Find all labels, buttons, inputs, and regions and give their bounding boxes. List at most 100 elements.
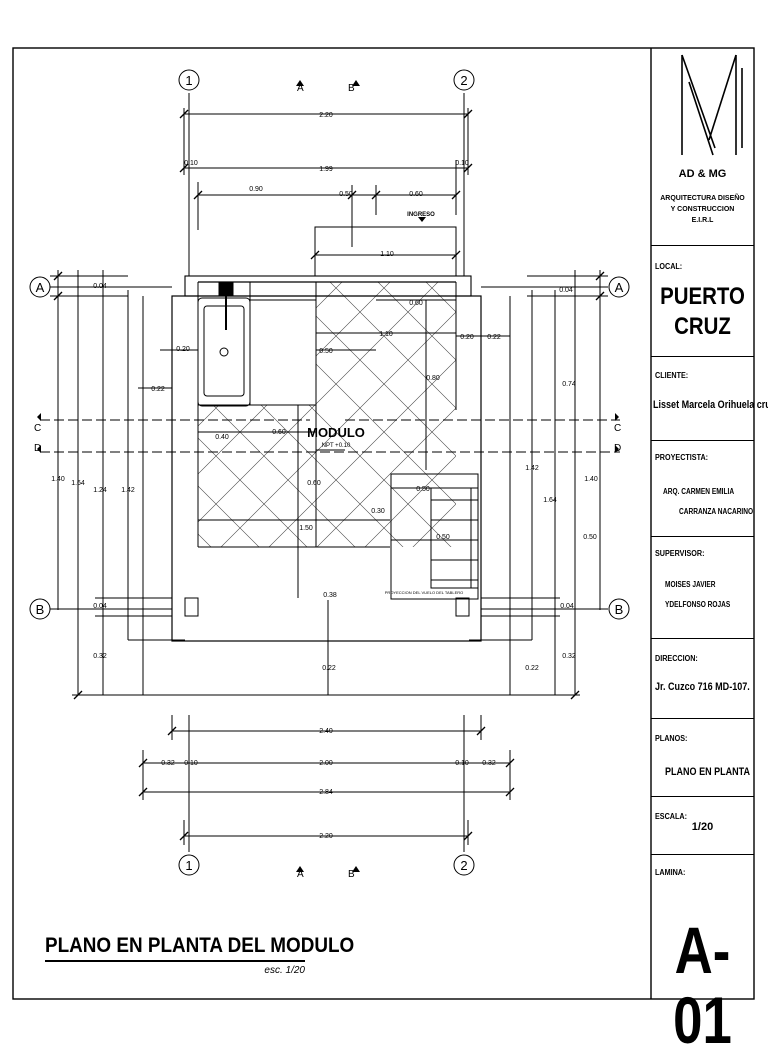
- dim-label: 0.50: [319, 348, 333, 355]
- axis-1-top: [178, 69, 200, 91]
- axis-a-right: [608, 276, 630, 298]
- company-line1: ARQUITECTURA DISEÑO: [660, 195, 745, 202]
- proyectista-cell: PROYECTISTA: ARQ. CARMEN EMILIA CARRANZA…: [651, 440, 754, 536]
- dim-label: 0.60: [409, 191, 423, 198]
- dim-label: 0.32: [161, 760, 175, 767]
- dim-label: 0.32: [482, 760, 496, 767]
- local-line2: CRUZ: [674, 313, 731, 340]
- npt-label: NPT +0.10: [322, 443, 351, 449]
- dim-label: 2.40: [319, 728, 333, 735]
- dim-label: 0.60: [409, 300, 423, 307]
- lamina-cell: LAMINA: A-01: [651, 854, 754, 1055]
- dim-label: 2.00: [319, 760, 333, 767]
- sink-outer: [197, 297, 251, 407]
- plan-drawing: [40, 93, 620, 852]
- dim-label: 0.50: [583, 534, 597, 541]
- dim-label: 0.90: [249, 186, 263, 193]
- cut-a-bottom: A: [297, 869, 304, 880]
- direccion-label: DIRECCION:: [655, 654, 698, 663]
- axis-a-right-label: A: [615, 280, 624, 295]
- axis-b-left: [29, 598, 51, 620]
- dim-label: 1.10: [379, 331, 393, 338]
- axis-2-top: [453, 69, 475, 91]
- escala-value: 1/20: [691, 821, 714, 833]
- axis-2-bottom-label: 2: [460, 858, 467, 873]
- lamina-value: A-01: [673, 913, 732, 1057]
- company-info: ARQUITECTURA DISEÑO Y CONSTRUCCION E.I.R…: [651, 193, 754, 226]
- company-line2: Y CONSTRUCCION: [670, 206, 735, 213]
- cut-markers: [37, 80, 619, 872]
- dim-label: 0.20: [460, 334, 474, 341]
- entrance-label: INGRESO: [407, 212, 435, 218]
- dim-label: 0.50: [436, 534, 450, 541]
- dim-label: 0.04: [560, 603, 574, 610]
- local-line1: PUERTO: [660, 283, 745, 310]
- dim-label: 0.80: [426, 375, 440, 382]
- dim-label: 0.60: [307, 480, 321, 487]
- axis-1-bottom-label: 1: [185, 858, 192, 873]
- axis-bubbles: [29, 69, 630, 876]
- module-label: MODULO: [307, 425, 365, 440]
- dim-label: 1.50: [299, 525, 313, 532]
- axis-b-right: [608, 598, 630, 620]
- floor-hatch-left: [198, 405, 316, 547]
- dim-label: 1.42: [525, 465, 539, 472]
- dim-label: 0.22: [487, 334, 501, 341]
- title-block: AD & MG ARQUITECTURA DISEÑO Y CONSTRUCCI…: [651, 168, 768, 1055]
- axis-1-bottom: [178, 854, 200, 876]
- dim-label: 0.22: [525, 665, 539, 672]
- floor-plan-sheet: 1 2 1 2 A A B B A B A B C D C D 2.20 1.9…: [12, 47, 755, 1000]
- lamina-label: LAMINA:: [655, 868, 686, 877]
- sink-drain: [219, 347, 229, 357]
- dim-label: 0.74: [562, 381, 576, 388]
- dim-label: 1.99: [319, 166, 333, 173]
- local-cell: LOCAL: PUERTO CRUZ: [651, 245, 754, 356]
- dim-label: 0.32: [562, 653, 576, 660]
- planos-cell: PLANOS: PLANO EN PLANTA: [651, 718, 754, 796]
- supervisor-line1: MOISES JAVIER: [665, 580, 716, 589]
- escala-label: ESCALA:: [655, 812, 688, 821]
- dim-label: 1.40: [584, 476, 598, 483]
- dim-label: 0.40: [215, 434, 229, 441]
- sheet-border: [12, 47, 755, 1000]
- local-label: LOCAL:: [655, 262, 683, 271]
- cliente-label: CLIENTE:: [655, 371, 689, 380]
- drawing-scale-note: esc. 1/20: [264, 965, 305, 976]
- floor-hatch-main: [316, 282, 456, 547]
- column-left: [184, 597, 199, 617]
- dim-label: 2.20: [319, 833, 333, 840]
- supervisor-line2: YDELFONSO ROJAS: [665, 600, 731, 609]
- dim-label: 0.32: [93, 653, 107, 660]
- dim-label: 0.38: [323, 592, 337, 599]
- dim-label: 0.04: [93, 283, 107, 290]
- entrance-frame: [314, 226, 457, 277]
- cliente-value: Lisset Marcela Orihuela cruz: [653, 399, 768, 411]
- cut-b-top: B: [348, 83, 355, 94]
- dim-label: 1.24: [93, 487, 107, 494]
- dim-label: 0.10: [184, 760, 198, 767]
- axis-b-right-label: B: [615, 602, 624, 617]
- dim-label: 0.04: [93, 603, 107, 610]
- sink-basin: [203, 305, 245, 397]
- proyectista-line1: ARQ. CARMEN EMILIA: [663, 487, 735, 496]
- dim-label: 2.20: [319, 112, 333, 119]
- axis-2-top-label: 2: [460, 73, 467, 88]
- escala-cell: ESCALA: 1/20: [651, 796, 754, 854]
- proyectista-label: PROYECTISTA:: [655, 453, 709, 462]
- cliente-cell: CLIENTE: Lisset Marcela Orihuela cruz: [651, 356, 768, 440]
- dim-label: 0.10: [455, 160, 469, 167]
- cut-c-left: C: [34, 423, 41, 434]
- cut-c-right: C: [614, 423, 621, 434]
- dim-label: 0.50: [339, 191, 353, 198]
- axis-2-bottom: [453, 854, 475, 876]
- drawing-title: PLANO EN PLANTA DEL MODULO: [45, 934, 354, 957]
- planos-value: PLANO EN PLANTA: [665, 766, 751, 778]
- dim-label: 1.10: [380, 251, 394, 258]
- dim-label: 1.64: [71, 480, 85, 487]
- dim-label: 0.04: [559, 287, 573, 294]
- dim-label: 2.84: [319, 789, 333, 796]
- supervisor-label: SUPERVISOR:: [655, 549, 705, 558]
- dim-label: 0.22: [322, 665, 336, 672]
- dim-label: 0.30: [371, 508, 385, 515]
- dim-label: 1.64: [543, 497, 557, 504]
